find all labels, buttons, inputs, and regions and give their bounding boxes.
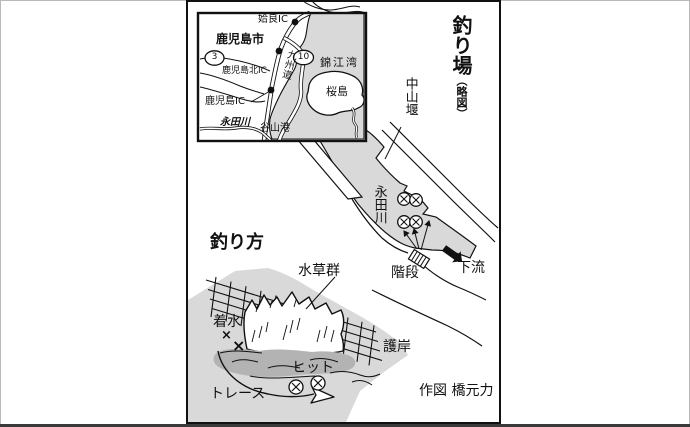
kagoshima-ic-pointer <box>250 90 271 103</box>
stairs-label: 階段 <box>391 265 419 281</box>
sakurajima-island <box>306 70 365 116</box>
revetment-label: 護岸 <box>383 339 411 355</box>
route10-badge-number: 10 <box>297 51 310 62</box>
credit-label: 作図 橋元力 <box>419 383 494 399</box>
river-banks <box>351 121 499 347</box>
figure-title-sub: （略図） <box>455 75 468 119</box>
river-name-label: 永田川 <box>371 185 387 224</box>
inset-label-taniyama-port: 谷山港 <box>260 123 290 134</box>
trace-arrow <box>217 350 335 404</box>
splash-label: 着水 <box>213 314 241 330</box>
inset-map-border <box>196 11 368 143</box>
interchange-dots <box>267 18 299 94</box>
nagata-river-inset <box>199 125 273 142</box>
inset-label-kinko-bay: 錦江湾 <box>320 56 359 69</box>
weir-pointer-line <box>384 126 402 160</box>
weir-label: 中山堰 <box>402 77 418 116</box>
hit-spot-marks <box>288 375 326 395</box>
bottom-edge-line <box>0 424 690 427</box>
figure-title-main: 釣り場 <box>449 15 473 75</box>
splash-mark-1: × <box>221 328 232 343</box>
upper-river-lines <box>302 0 366 14</box>
weed-bed-label: 水草群 <box>298 263 340 279</box>
weed-bed-pointer-line <box>305 276 336 310</box>
route3-badge-number: 3 <box>211 52 218 62</box>
route10-badge <box>292 49 315 66</box>
downstream-label: 下流 <box>457 260 485 276</box>
inset-label-kagoshima-ic: 鹿児島IC <box>205 96 245 107</box>
trace-label: トレース <box>210 386 266 402</box>
hit-label: ヒット <box>292 360 334 376</box>
water-shade-patch <box>213 348 381 386</box>
stairs-arrows <box>403 220 432 251</box>
inset-label-aira-ic: 姶良IC <box>258 14 288 25</box>
inset-label-sakurajima: 桜島 <box>326 85 348 98</box>
nagata-river-water <box>310 129 477 259</box>
route3-badge <box>204 50 225 66</box>
inset-map <box>196 10 368 143</box>
stairs-symbol <box>407 248 431 270</box>
strait-channel <box>350 107 359 139</box>
splash-mark-2: × <box>232 336 246 355</box>
inset-label-nagata-river: 永田川 <box>220 117 250 128</box>
fishing-spot-marks <box>397 192 423 229</box>
method-heading: 釣り方 <box>210 232 264 253</box>
inset-label-city: 鹿児島市 <box>216 32 265 46</box>
downstream-arrow <box>441 245 462 263</box>
figure-title: 釣り場（略図） <box>449 15 473 119</box>
inset-label-kagoshima-kita-ic: 鹿児島北IC <box>222 66 267 76</box>
